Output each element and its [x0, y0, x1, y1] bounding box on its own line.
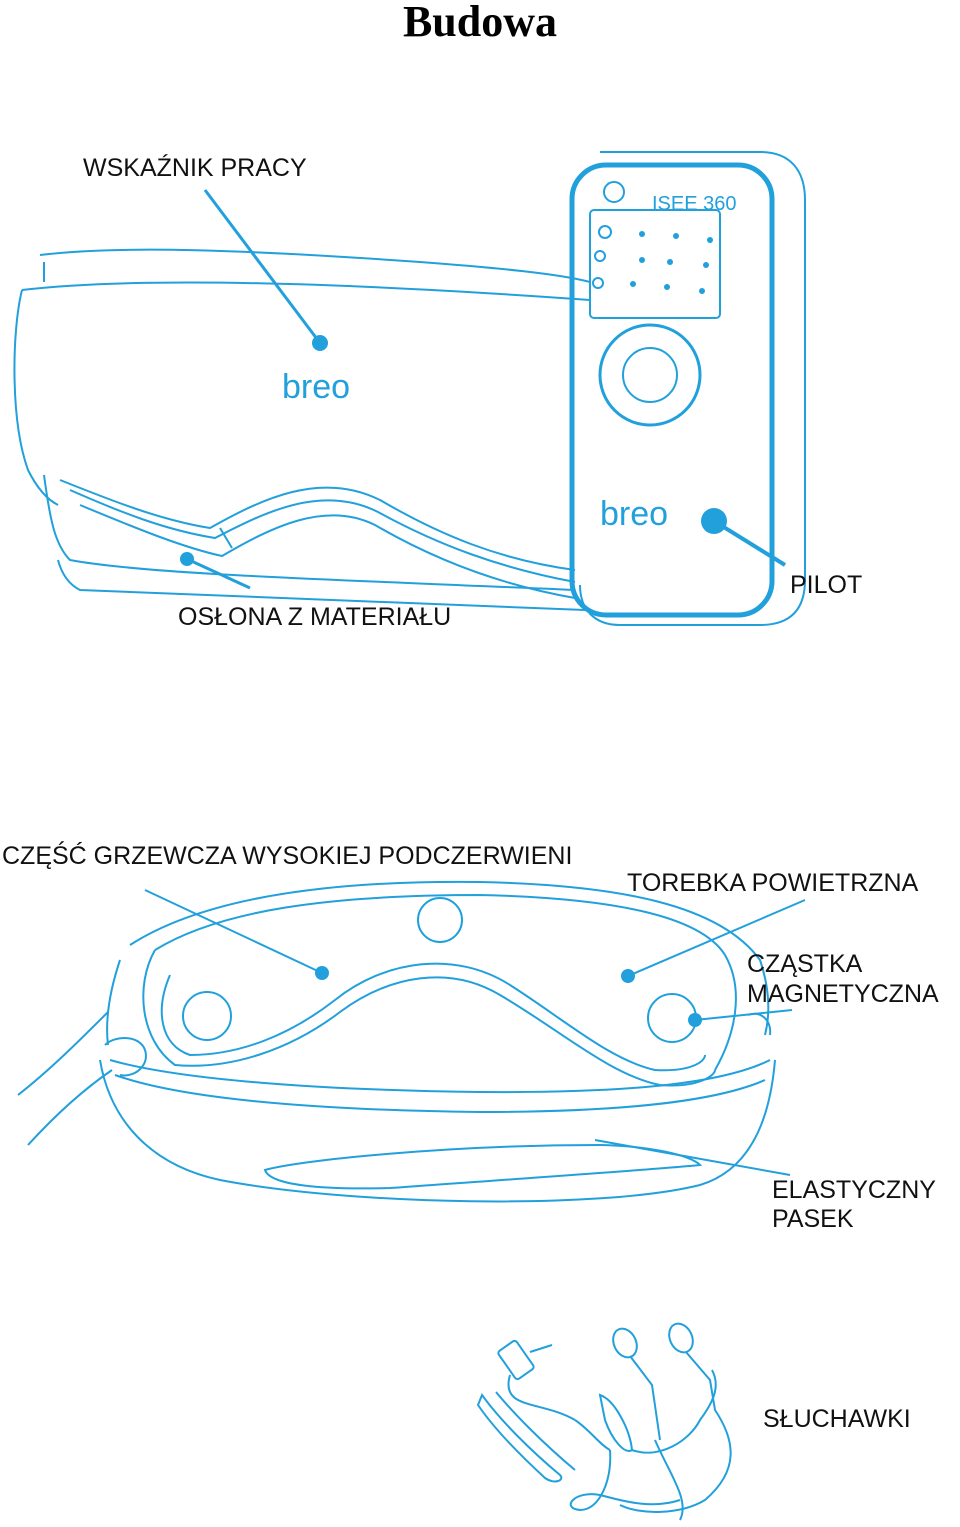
fabric-cover-leader [186, 557, 251, 590]
air-bag-leader [627, 899, 806, 977]
elastic-strap-label-line1: ELASTYCZNY [772, 1176, 936, 1204]
heating-part-dot [315, 966, 329, 980]
work-indicator-leader [203, 189, 322, 344]
work-indicator-label: WSKAŹNIK PRACY [83, 153, 307, 182]
remote-model: ISEE 360 [652, 193, 737, 215]
eye-mask-front [13, 248, 591, 611]
fabric-cover-label: OSŁONA Z MATERIAŁU [178, 603, 451, 631]
heating-part-leader [144, 889, 323, 974]
remote-indicator-leds [592, 225, 713, 294]
remote-logo: breo [600, 495, 668, 533]
magnetic-particle-label-line1: CZĄSTKA [747, 950, 863, 978]
elastic-strap-leader [594, 1139, 791, 1176]
elastic-strap-label-line2: PASEK [772, 1205, 854, 1233]
headphones-label: SŁUCHAWKI [763, 1405, 911, 1433]
magnetic-particle-label-line2: MAGNETYCZNA [747, 980, 939, 1008]
remote-leader [712, 519, 787, 567]
air-bag-label: TOREBKA POWIETRZNA [627, 869, 919, 897]
magnetic-particle-leader [694, 1009, 793, 1021]
remote-control [569, 151, 806, 626]
remote-label: PILOT [790, 571, 862, 599]
mask-logo: breo [282, 368, 350, 406]
headphones-drawing [476, 1322, 732, 1521]
work-indicator-dot [312, 335, 328, 351]
page-title: Budowa [402, 0, 558, 46]
eye-mask-inner [17, 880, 776, 1203]
heating-part-label: CZĘŚĆ GRZEWCZA WYSOKIEJ PODCZERWIENI [2, 840, 572, 870]
